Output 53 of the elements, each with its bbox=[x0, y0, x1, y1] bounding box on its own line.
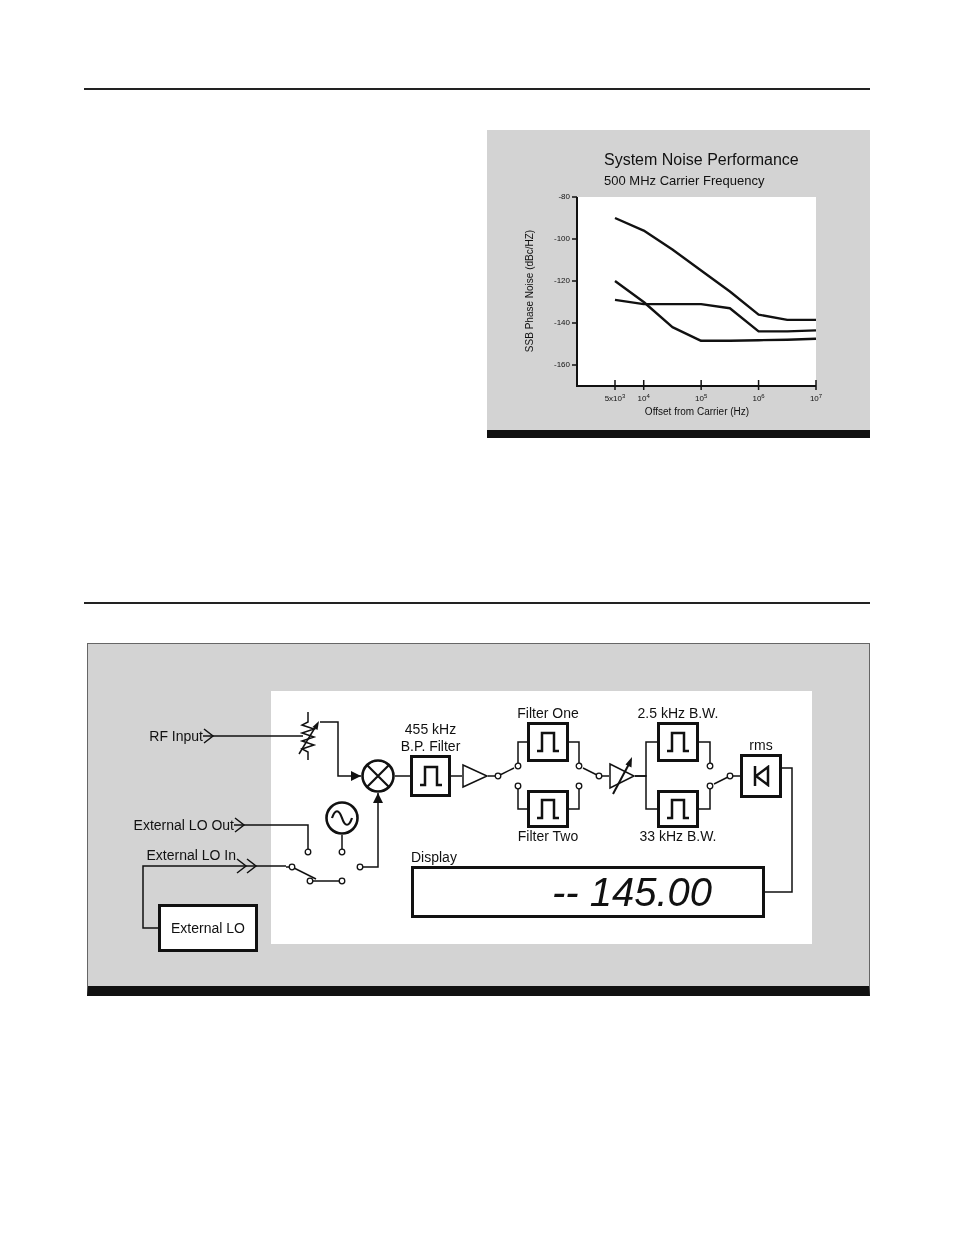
axis-title: Offset from Carrier (Hz) bbox=[644, 406, 750, 418]
switch-symbol bbox=[286, 846, 366, 886]
tick-label: -120 bbox=[554, 276, 570, 286]
switch-symbol bbox=[494, 763, 522, 789]
connector-line bbox=[568, 788, 580, 810]
tick-label: 10$^{4}$ bbox=[637, 394, 650, 404]
connector-line bbox=[450, 775, 463, 777]
input-label: RF Input bbox=[143, 726, 203, 746]
block-label: 33 kHz B.W. bbox=[639, 828, 717, 845]
input-label: External LO In bbox=[138, 847, 236, 864]
block-label: 455 kHz B.P. Filter bbox=[399, 721, 462, 755]
connector-line bbox=[733, 775, 741, 777]
connector-line bbox=[394, 775, 411, 777]
tick-label: 10$^{5}$ bbox=[695, 394, 708, 404]
connector-line bbox=[517, 788, 528, 810]
tick-label: -80 bbox=[558, 192, 570, 202]
connector-line bbox=[365, 792, 383, 868]
connector-line bbox=[142, 865, 237, 929]
connector-line bbox=[487, 775, 495, 777]
variable-amplifier-symbol bbox=[609, 756, 635, 796]
output-label: External LO Out bbox=[128, 816, 234, 834]
display-reading: -- 145.00 bbox=[551, 870, 712, 914]
connector-line bbox=[319, 721, 362, 781]
connector-line bbox=[602, 775, 610, 777]
connector-line bbox=[568, 741, 580, 764]
chart-subtitle: 500 MHz Carrier Frequency bbox=[604, 173, 765, 189]
block-label: rms bbox=[749, 737, 773, 754]
connector-line bbox=[517, 741, 528, 764]
switch-symbol bbox=[575, 763, 603, 789]
switch-symbol bbox=[706, 763, 734, 789]
connector-line bbox=[698, 788, 711, 810]
tick-label: -140 bbox=[554, 318, 570, 328]
tick-label: -160 bbox=[554, 360, 570, 370]
axis-title: SSB Phase Noise (dBc/HZ) bbox=[524, 229, 536, 353]
connector-line bbox=[698, 741, 711, 764]
connector-line bbox=[233, 817, 309, 847]
connector-line bbox=[764, 767, 793, 893]
external-unit-box: External LO bbox=[158, 904, 258, 952]
tick-label: 5x10$^{3}$ bbox=[604, 394, 626, 404]
connector-line bbox=[341, 834, 343, 847]
connector-line bbox=[634, 775, 658, 810]
block-label: Filter Two bbox=[517, 828, 579, 845]
tick-label: 10$^{6}$ bbox=[752, 394, 765, 404]
attenuator-symbol bbox=[296, 712, 320, 760]
block-label: Filter One bbox=[517, 705, 579, 722]
connector-line bbox=[202, 728, 297, 744]
connector-line bbox=[235, 858, 287, 874]
tick-label: 10$^{7}$ bbox=[809, 394, 823, 404]
block-label: Display bbox=[411, 849, 457, 866]
amplifier-symbol bbox=[462, 764, 488, 788]
chart-title: System Noise Performance bbox=[604, 150, 799, 170]
tick-label: -100 bbox=[554, 234, 570, 244]
block-label: 2.5 kHz B.W. bbox=[637, 705, 719, 722]
